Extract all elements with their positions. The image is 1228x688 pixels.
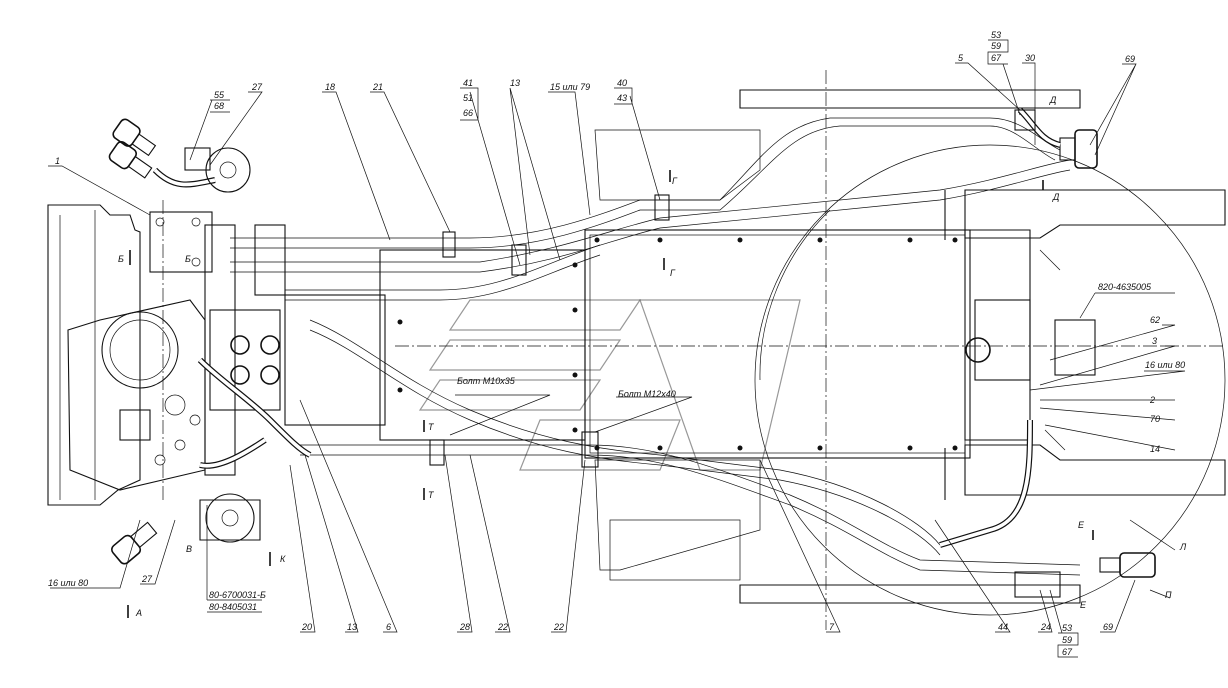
callout-7: 7 [829, 622, 835, 632]
callout-numbers: 1 55 68 27 18 21 41 51 66 13 15 или 79 4… [48, 30, 1185, 657]
callout-5: 5 [958, 53, 964, 63]
section-d-top: Д [1049, 95, 1057, 105]
section-l: Л [1179, 542, 1187, 552]
callout-62: 62 [1150, 315, 1160, 325]
callout-44: 44 [998, 622, 1008, 632]
center-frame-plate [379, 129, 971, 581]
bolt-m12x40-label: Болт М12х40 [618, 389, 676, 399]
section-p: П [1165, 590, 1172, 600]
pipe-bundles [197, 107, 1081, 598]
callout-20: 20 [301, 622, 312, 632]
callout-13-top: 13 [510, 78, 520, 88]
callout-70: 70 [1150, 414, 1160, 424]
callout-27-top: 27 [251, 82, 263, 92]
callout-1: 1 [55, 156, 60, 166]
callout-18: 18 [325, 82, 335, 92]
bolt-m10x35-label: Болт М10х35 [457, 376, 516, 386]
callout-59-bottom: 59 [1062, 635, 1072, 645]
callout-53-bottom: 53 [1062, 623, 1072, 633]
callout-16-or-80-left: 16 или 80 [48, 578, 88, 588]
right-frame-rails [739, 89, 1226, 604]
callout-24: 24 [1040, 622, 1051, 632]
callout-15-or-79: 15 или 79 [550, 82, 590, 92]
wheel-outline-circle [754, 144, 1226, 616]
callout-22-b: 22 [553, 622, 564, 632]
section-b-left: Б [118, 254, 124, 264]
callout-27-bottom: 27 [141, 574, 153, 584]
upper-left-quick-couplers [108, 118, 251, 193]
callout-69-top: 69 [1125, 54, 1135, 64]
callout-43: 43 [617, 93, 627, 103]
callout-3: 3 [1152, 336, 1157, 346]
callout-69-bottom: 69 [1103, 622, 1113, 632]
callout-40: 40 [617, 78, 627, 88]
section-k: К [280, 554, 286, 564]
callout-16-or-80-right: 16 или 80 [1145, 360, 1185, 370]
callout-21: 21 [372, 82, 383, 92]
callout-13-bottom: 13 [347, 622, 357, 632]
section-a: А [135, 608, 142, 618]
section-t-bottom: Т [428, 490, 435, 500]
callout-51: 51 [463, 93, 473, 103]
section-d-bottom: Д [1052, 192, 1060, 202]
callout-68: 68 [214, 101, 224, 111]
section-marks: А Б Б В Г Г Д Д Е Е Т Т К Л П [118, 95, 1187, 618]
callout-53-top: 53 [991, 30, 1001, 40]
callout-80-8405031: 80-8405031 [209, 602, 257, 612]
callout-67-bottom: 67 [1062, 647, 1073, 657]
section-t-top: Т [428, 422, 435, 432]
section-e-top: Е [1078, 520, 1085, 530]
lower-left-quick-coupler [111, 493, 261, 565]
callout-22-a: 22 [497, 622, 508, 632]
callout-59-top: 59 [991, 41, 1001, 51]
section-v: В [186, 544, 192, 554]
section-g-bottom: Г [670, 268, 676, 278]
callout-leaders [48, 39, 1186, 658]
callout-67-top: 67 [991, 53, 1002, 63]
section-e-bottom: Е [1080, 600, 1087, 610]
callout-6: 6 [386, 622, 391, 632]
callout-66: 66 [463, 108, 473, 118]
callout-30: 30 [1025, 53, 1035, 63]
callout-55: 55 [214, 90, 225, 100]
callout-80-6700031-b: 80-6700031-Б [209, 590, 266, 600]
right-quick-couplers [1059, 129, 1156, 578]
callout-28: 28 [459, 622, 470, 632]
callout-2: 2 [1149, 395, 1155, 405]
callout-820-4635005: 820-4635005 [1098, 282, 1152, 292]
axis-lines [162, 70, 1225, 630]
callout-14: 14 [1150, 444, 1160, 454]
section-g-top: Г [672, 176, 678, 186]
callout-41: 41 [463, 78, 473, 88]
gearbox-housing [47, 204, 386, 506]
section-b-right: Б [185, 254, 191, 264]
